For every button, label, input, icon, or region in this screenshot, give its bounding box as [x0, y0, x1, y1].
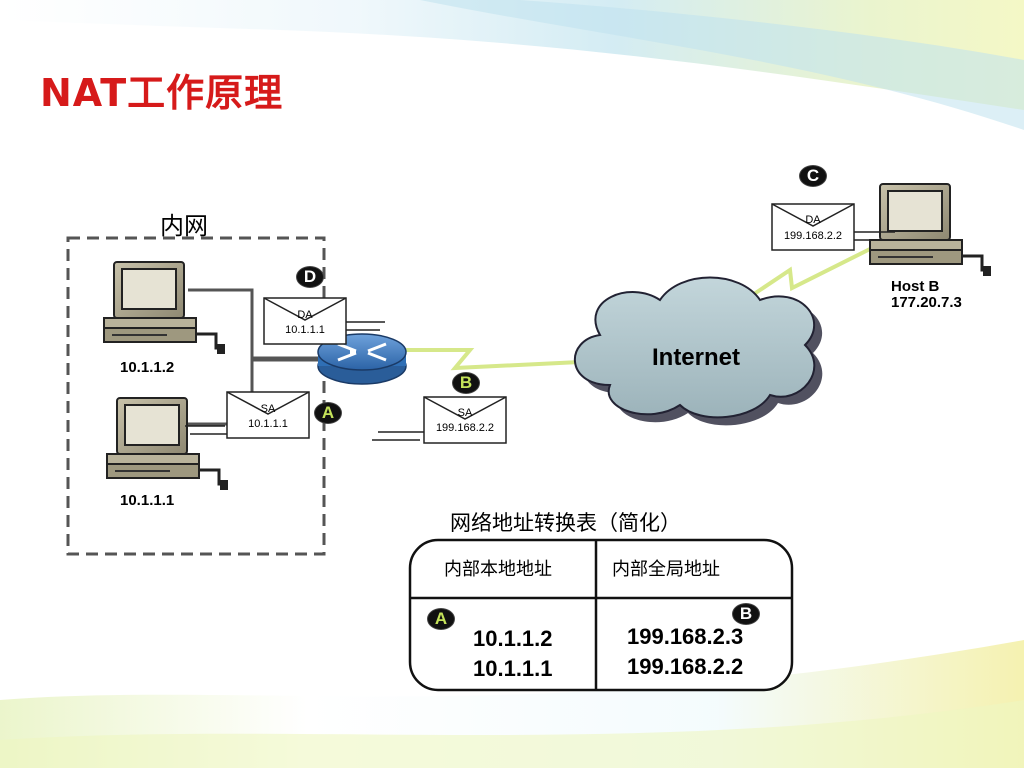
- host-ip-10-1-1-1: 10.1.1.1: [120, 492, 175, 509]
- nat-global-addr-1: 199.168.2.3: [627, 624, 744, 649]
- packet-A: SA 10.1.1.1: [185, 391, 310, 439]
- nat-table-header-local: 内部本地地址: [444, 559, 552, 580]
- packet-D: DA 10.1.1.1: [263, 297, 385, 345]
- packet-B: SA 199.168.2.2: [372, 396, 507, 444]
- packet-D-addr: 10.1.1.1: [285, 324, 325, 336]
- packet-B-field: SA: [458, 407, 473, 419]
- packet-C: DA 199.168.2.2: [771, 203, 895, 251]
- packet-D-field: DA: [297, 309, 313, 321]
- badge-A: A: [314, 402, 342, 424]
- lan-label: 内网: [160, 212, 208, 240]
- packet-B-addr: 199.168.2.2: [436, 422, 494, 434]
- host-ip-10-1-1-2: 10.1.1.2: [120, 359, 175, 376]
- packet-C-addr: 199.168.2.2: [784, 230, 842, 242]
- packet-C-field: DA: [805, 214, 821, 226]
- nat-table-header-global: 内部全局地址: [612, 559, 720, 580]
- nat-table: [408, 538, 794, 692]
- badge-D: D: [296, 266, 324, 288]
- nat-global-addr-2: 199.168.2.2: [627, 654, 744, 679]
- host-b-name: Host B: [891, 278, 940, 295]
- internet-label: Internet: [652, 344, 740, 371]
- badge-B: B: [452, 372, 480, 394]
- table-badge-B: B: [732, 603, 760, 625]
- table-badge-A: A: [427, 608, 455, 630]
- badge-C: C: [799, 165, 827, 187]
- page-title: NAT工作原理: [40, 71, 284, 115]
- cloud-icon: [574, 276, 823, 426]
- nat-local-addr-2: 10.1.1.1: [473, 656, 553, 681]
- packet-A-addr: 10.1.1.1: [248, 418, 288, 430]
- wan-links: [405, 246, 873, 371]
- host-b-ip: 177.20.7.3: [891, 294, 962, 311]
- nat-local-addr-1: 10.1.1.2: [473, 626, 553, 651]
- nat-table-caption: 网络地址转换表（简化）: [450, 511, 681, 535]
- packet-A-field: SA: [261, 403, 276, 415]
